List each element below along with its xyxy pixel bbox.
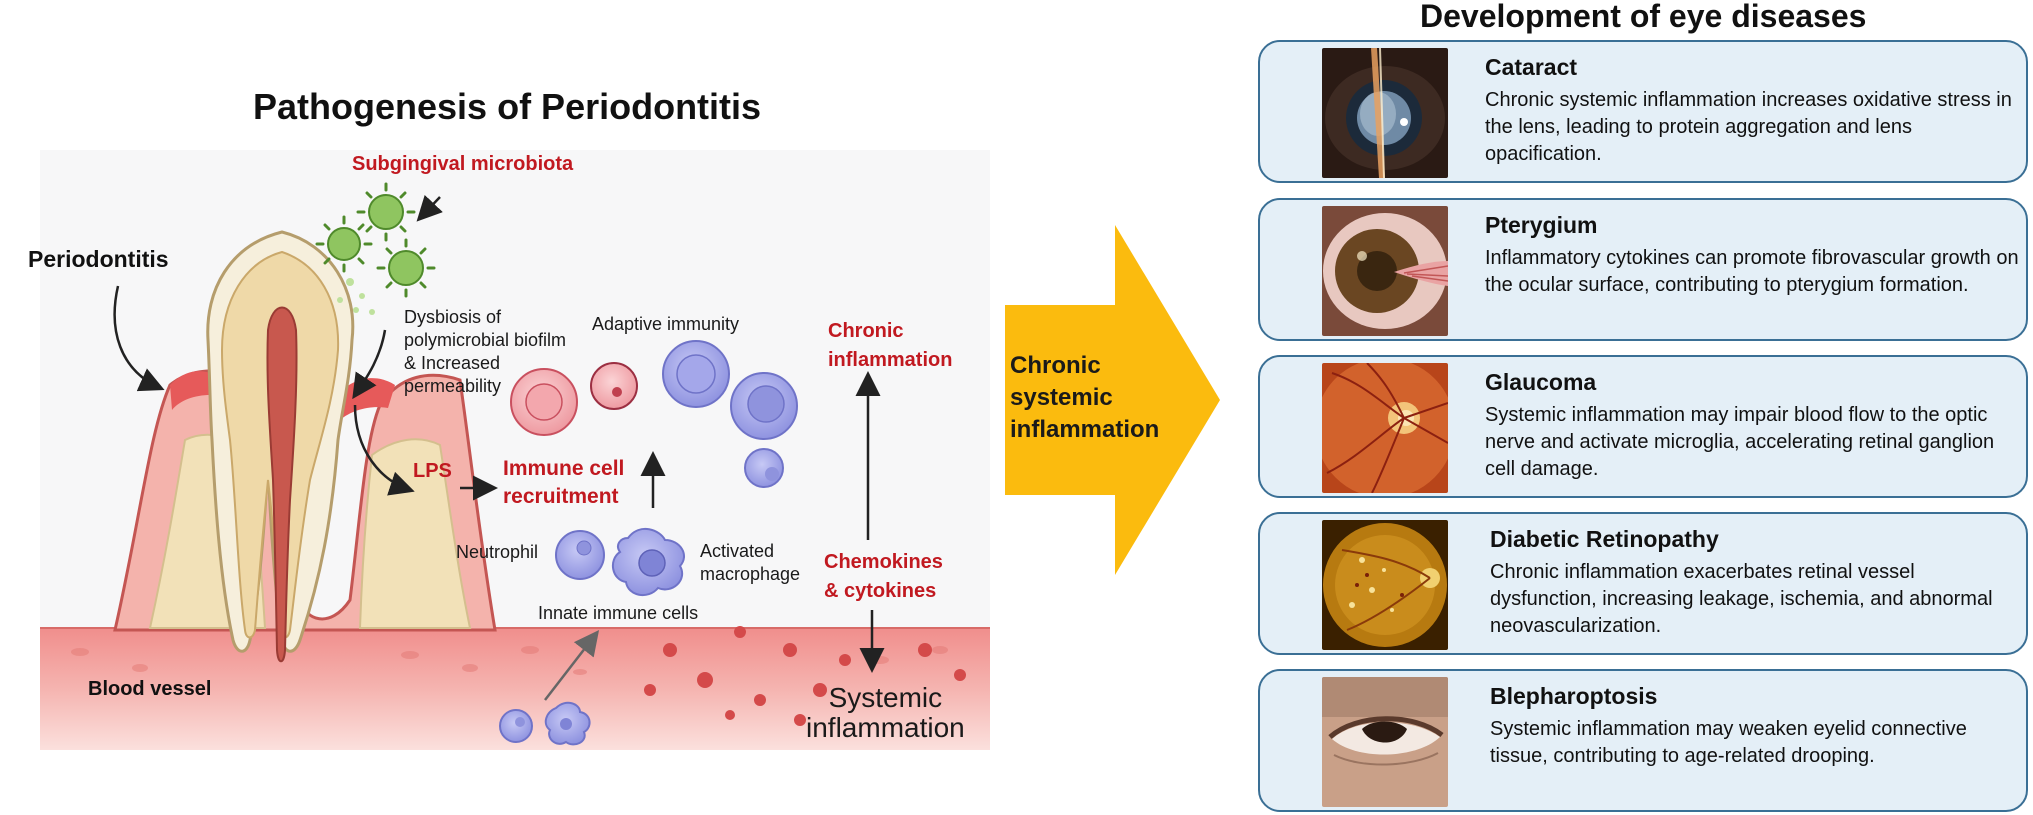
card-desc: Systemic inflammation may weaken eyelid … [1490, 718, 1967, 767]
card-diabetic-retinopathy: Diabetic Retinopathy Chronic inflammatio… [1258, 512, 2028, 655]
periodontitis-label: Periodontitis [28, 246, 169, 272]
card-glaucoma: Glaucoma Systemic inflammation may impai… [1258, 355, 2028, 498]
red-blood-cells [644, 626, 966, 726]
glaucoma-fundus-photo [1322, 363, 1448, 493]
card-title: Diabetic Retinopathy [1490, 526, 1719, 552]
eye-diseases-title: Development of eye diseases [1420, 0, 1867, 34]
macrophage-cell [611, 527, 685, 597]
card-blepharoptosis: Blepharoptosis Systemic inflammation may… [1258, 669, 2028, 812]
innate-immune-cells-label: Innate immune cells [538, 603, 699, 623]
systemic-inflammation-arrow [1005, 225, 1220, 575]
periodontitis-arrow [113, 285, 165, 392]
adaptive-immunity-label: Adaptive immunity [592, 314, 740, 334]
card-title: Cataract [1485, 54, 1578, 80]
card-pterygium: Pterygium Inflammatory cytokines can pro… [1258, 198, 2028, 341]
card-desc: Inflammatory cytokines can promote fibro… [1485, 247, 2019, 296]
adaptive-cells [510, 340, 798, 488]
chemokines-cytokines-label: Chemokines& cytokines [824, 551, 943, 602]
pterygium-eye-photo [1322, 206, 1448, 336]
dysbiosis-arrow [352, 329, 387, 400]
cataract-eye-photo [1322, 48, 1448, 178]
periodontitis-panel: Pathogenesis of Periodontitis Subgingiva… [0, 0, 1000, 815]
vessel-immune-cells [499, 701, 591, 746]
retinopathy-fundus-photo [1322, 520, 1448, 650]
lps-label: LPS [413, 460, 452, 482]
periodontitis-illustration [40, 150, 990, 750]
gum-to-lps-arrow [353, 404, 415, 496]
card-desc: Chronic systemic inflammation increases … [1485, 89, 2012, 165]
bacteria-dots [337, 278, 375, 315]
microbiota-arrow [416, 194, 443, 222]
card-cataract: Cataract Chronic systemic inflammation i… [1258, 40, 2028, 183]
inflamed-gum-left [170, 371, 215, 410]
blood-vessel-label: Blood vessel [88, 678, 212, 700]
pulp [266, 306, 298, 663]
innate-up-arrow [544, 630, 600, 701]
blepharoptosis-eye-photo [1322, 677, 1448, 807]
card-desc: Systemic inflammation may impair blood f… [1485, 404, 1995, 480]
card-title: Pterygium [1485, 212, 1598, 238]
card-title: Blepharoptosis [1490, 683, 1658, 709]
subgingival-microbiota-label: Subgingival microbiota [352, 153, 574, 175]
card-desc: Chronic inflammation exacerbates retinal… [1490, 561, 1993, 637]
bacteria-cluster [327, 194, 424, 286]
neutrophil-label: Neutrophil [456, 542, 539, 562]
neutrophil-cell [555, 530, 605, 580]
big-arrow-label: Chronic systemic inflammation [1010, 352, 1160, 443]
periodontitis-title: Pathogenesis of Periodontitis [253, 86, 762, 127]
card-title: Glaucoma [1485, 369, 1597, 395]
